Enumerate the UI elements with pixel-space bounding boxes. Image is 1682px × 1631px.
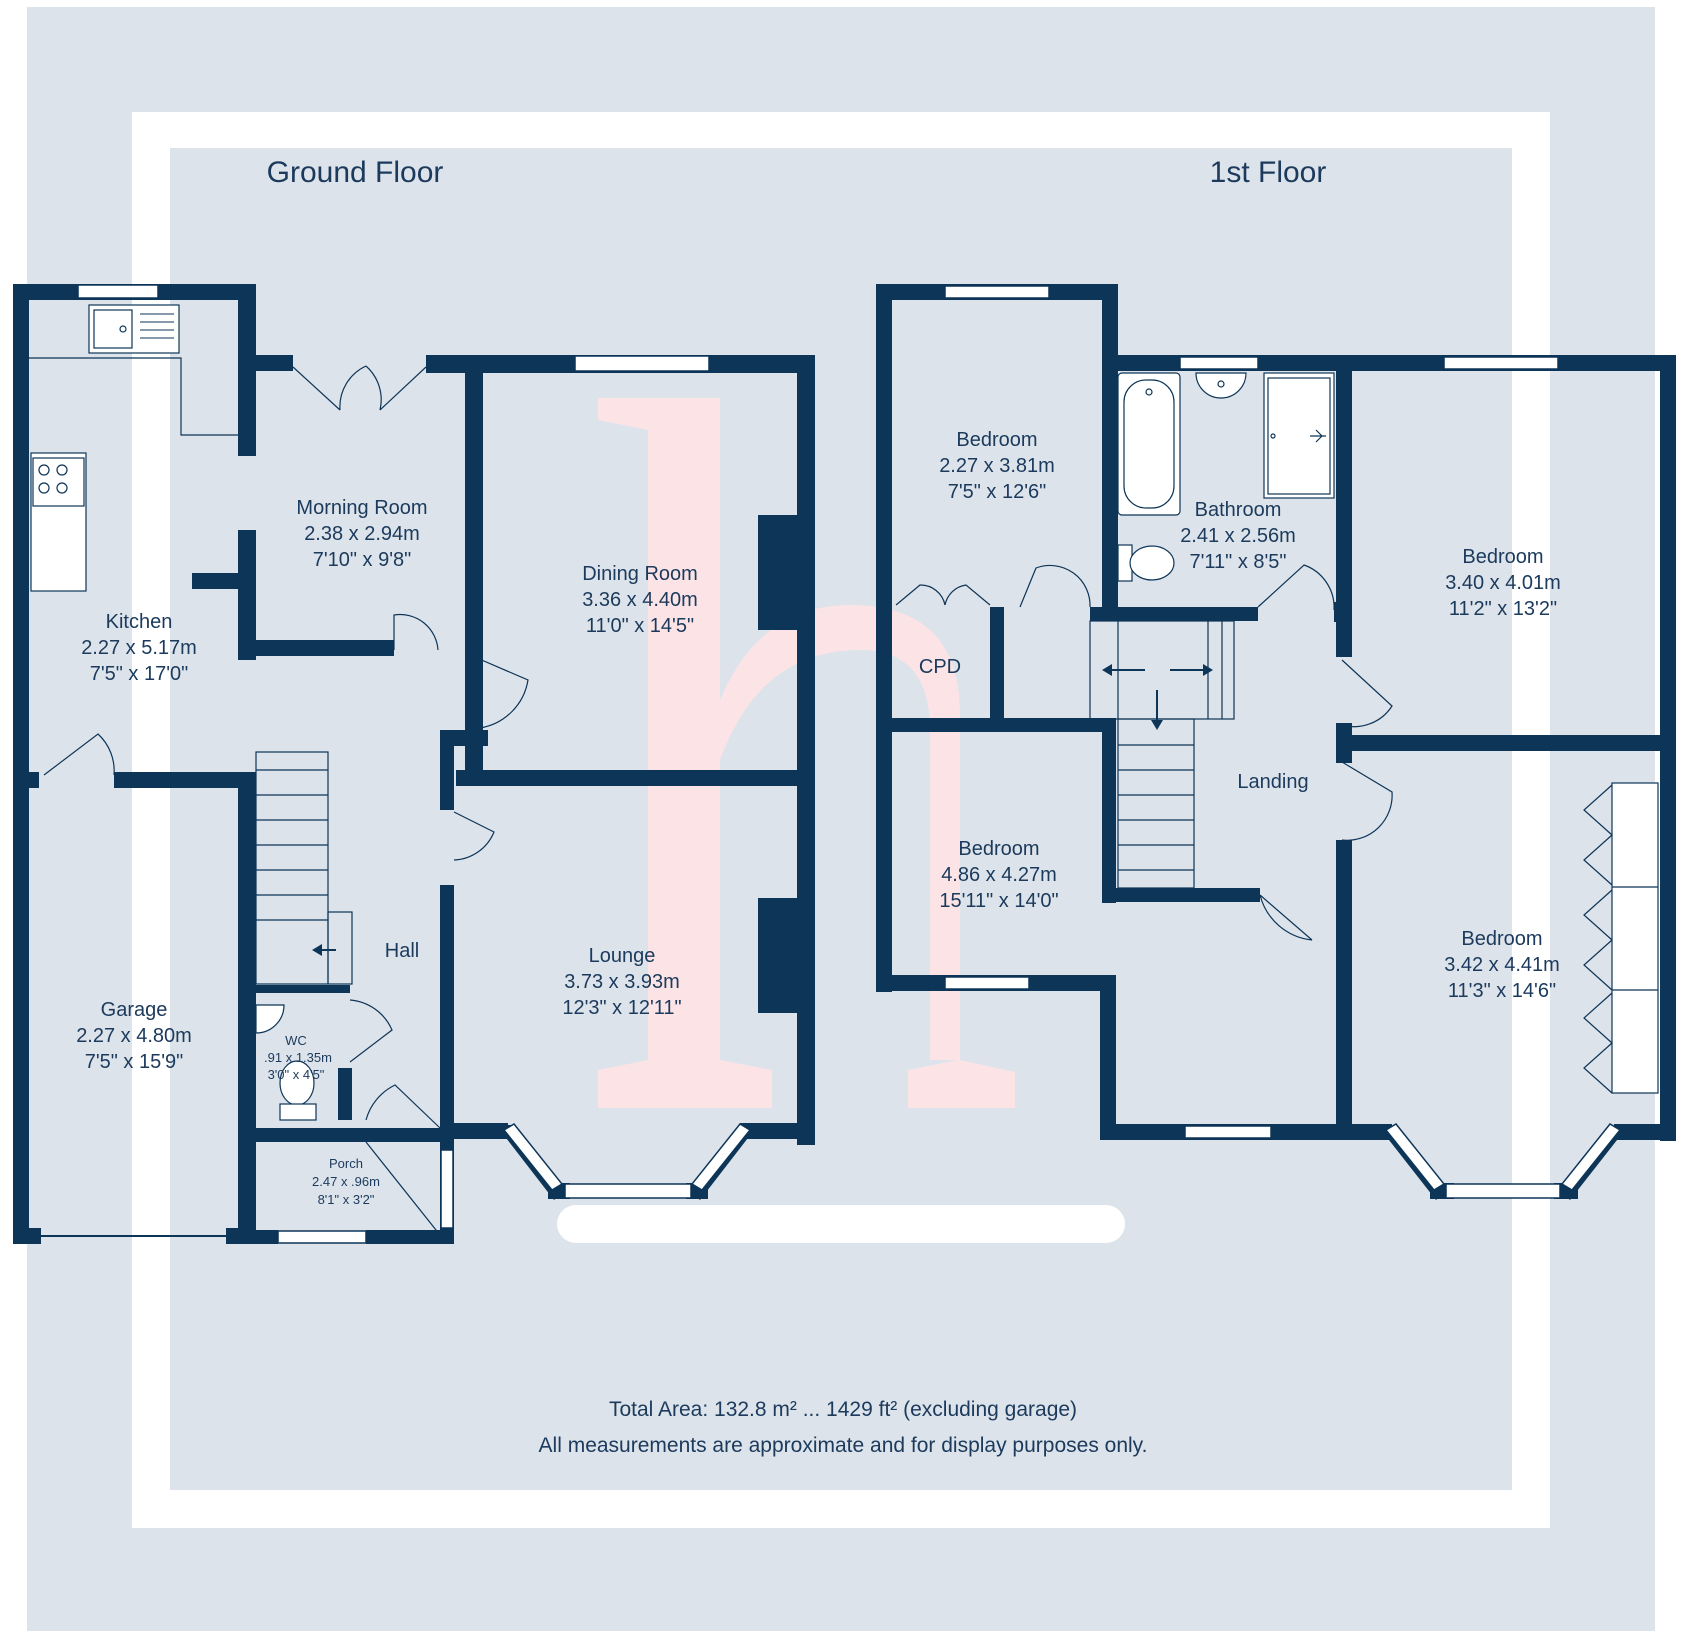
bedroom-2-imperial: 11'2" x 13'2" [1449,598,1557,620]
wc-imperial: 3'0" x 4'5" [268,1067,325,1082]
bedroom-3-name: Bedroom [958,838,1039,860]
garage-metric: 2.27 x 4.80m [76,1025,192,1047]
ground-floor-stairs [255,751,353,1121]
hall-name: Hall [385,940,419,962]
inner-panel [170,148,1512,1490]
first-floor-walls [876,284,1676,1200]
total-area-text: Total Area: 132.8 m² ... 1429 ft² (exclu… [609,1398,1077,1421]
first-floor-fittings [1117,372,1659,1094]
ground-floor-title: Ground Floor [267,156,444,189]
bathroom-metric: 2.41 x 2.56m [1180,525,1296,547]
lounge-metric: 3.73 x 3.93m [564,971,680,993]
porch-name: Porch [329,1156,363,1171]
bedroom-2-name: Bedroom [1462,546,1543,568]
morning-room-imperial: 7'10" x 9'8" [313,549,412,571]
bedroom-1-metric: 2.27 x 3.81m [939,455,1055,477]
bedroom-1-imperial: 7'5" x 12'6" [948,481,1047,503]
kitchen-fittings [29,304,238,592]
porch-metric: 2.47 x .96m [312,1174,380,1189]
bedroom-1-name: Bedroom [956,429,1037,451]
kitchen-name: Kitchen [106,611,173,633]
bedroom-4-metric: 3.42 x 4.41m [1444,954,1560,976]
porch-imperial: 8'1" x 3'2" [318,1192,375,1207]
first-floor-title: 1st Floor [1210,156,1327,189]
ground-floor-doors [43,365,529,1236]
dining-room-name: Dining Room [582,563,698,585]
garage-name: Garage [101,999,168,1021]
ground-floor-windows [41,284,752,1244]
bedroom-2-metric: 3.40 x 4.01m [1445,572,1561,594]
decorative-pill [557,1205,1125,1243]
dining-room-metric: 3.36 x 4.40m [582,589,698,611]
morning-room-metric: 2.38 x 2.94m [304,523,420,545]
morning-room-name: Morning Room [296,497,427,519]
dining-room-imperial: 11'0" x 14'5" [586,615,694,637]
landing-name: Landing [1237,771,1308,793]
lounge-name: Lounge [589,945,656,967]
first-floor-doors [895,564,1393,941]
cpd-name: CPD [919,656,961,678]
bedroom-3-metric: 4.86 x 4.27m [941,864,1057,886]
first-floor-stairs [1089,620,1235,889]
lounge-imperial: 12'3" x 12'11" [562,997,681,1019]
first-floor-windows [944,285,1622,1199]
watermark-logo [598,398,1015,1108]
disclaimer-text: All measurements are approximate and for… [539,1434,1148,1457]
bedroom-3-imperial: 15'11" x 14'0" [939,890,1058,912]
wc-name: WC [285,1033,307,1048]
bedroom-4-name: Bedroom [1461,928,1542,950]
wc-metric: .91 x 1.35m [264,1050,332,1065]
bedroom-4-imperial: 11'3" x 14'6" [1448,980,1556,1002]
bathroom-name: Bathroom [1195,499,1282,521]
kitchen-imperial: 7'5" x 17'0" [90,663,189,685]
bathroom-imperial: 7'11" x 8'5" [1189,551,1286,573]
kitchen-metric: 2.27 x 5.17m [81,637,197,659]
garage-imperial: 7'5" x 15'9" [85,1051,184,1073]
ground-floor-walls [13,284,815,1244]
